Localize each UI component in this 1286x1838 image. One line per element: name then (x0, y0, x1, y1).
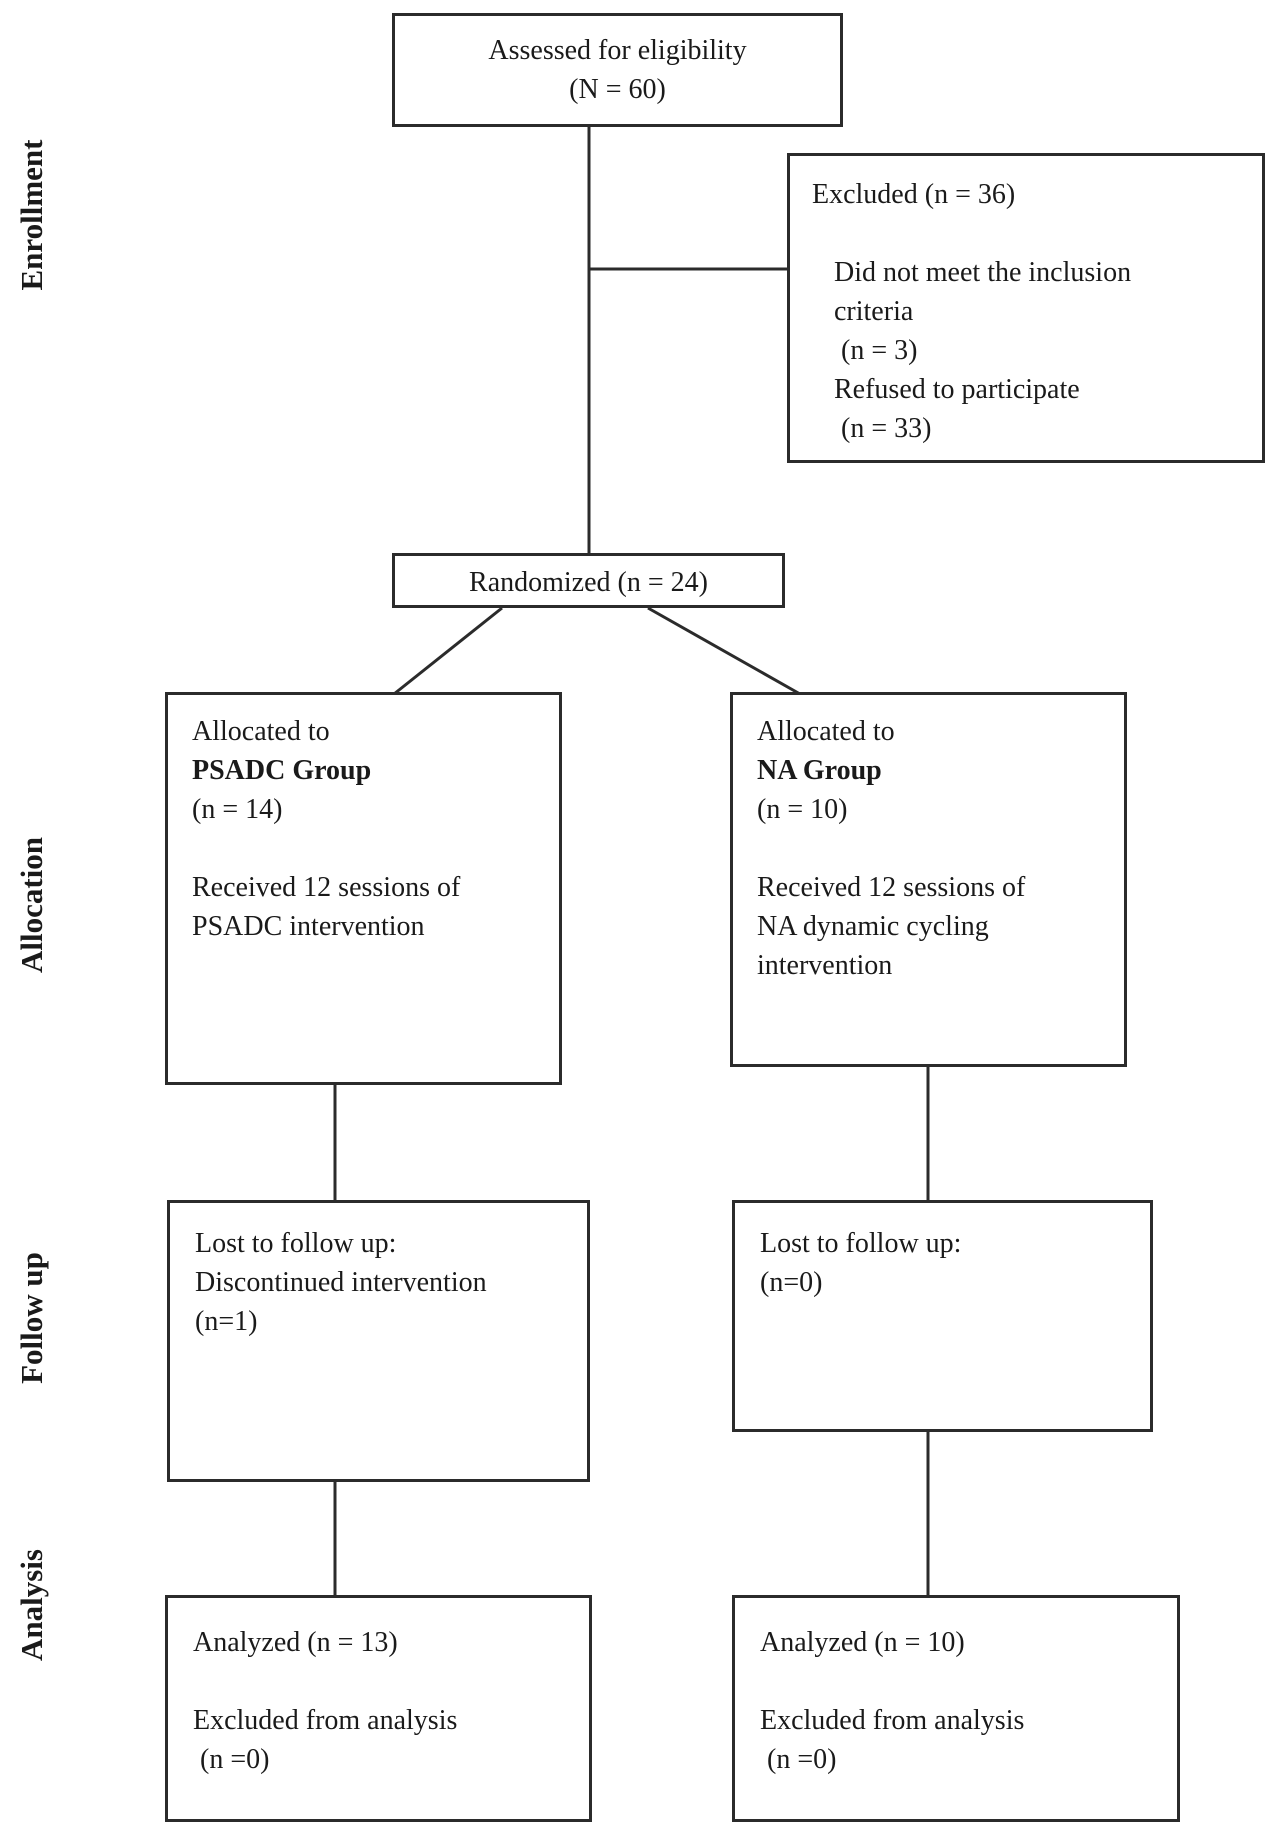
randomized-box: Randomized (n = 24) (392, 553, 785, 608)
box-line: Lost to follow up: (760, 1228, 962, 1259)
blank-line (193, 1662, 571, 1701)
box-line: (N = 60) (569, 74, 666, 105)
box-line: Allocated to (192, 716, 330, 747)
connector-randomized-to-psadc (393, 606, 503, 696)
blank-line (757, 829, 1106, 868)
box-line: Excluded from analysis (760, 1705, 1025, 1736)
blank-line (812, 214, 1242, 253)
box-line: NA dynamic cycling (757, 911, 989, 942)
box-line: Did not meet the inclusion (834, 257, 1132, 288)
group-name: NA Group (757, 755, 882, 786)
assessed-box: Assessed for eligibility (N = 60) (392, 13, 843, 127)
box-line: Assessed for eligibility (488, 35, 747, 66)
box-line: (n = 14) (192, 794, 283, 825)
excluded-title: Excluded (n = 36) (812, 179, 1016, 210)
excluded-items: Did not meet the inclusion criteria (n =… (812, 253, 1242, 448)
blank-line (760, 1662, 1159, 1701)
followup-psadc-box: Lost to follow up: Discontinued interven… (167, 1200, 590, 1482)
stage-label-analysis: Analysis (14, 1549, 49, 1661)
followup-na-box: Lost to follow up: (n=0) (732, 1200, 1153, 1432)
box-line: Analyzed (n = 13) (193, 1627, 398, 1658)
blank-line (192, 829, 541, 868)
box-line: (n = 3) (834, 335, 918, 366)
box-line: Analyzed (n = 10) (760, 1627, 965, 1658)
box-line: criteria (834, 296, 914, 327)
stage-label-allocation: Allocation (14, 836, 49, 974)
box-line: (n = 10) (757, 794, 848, 825)
box-line: Lost to follow up: (195, 1228, 397, 1259)
box-line: Discontinued intervention (195, 1267, 487, 1298)
analysis-na-box: Analyzed (n = 10) Excluded from analysis… (732, 1595, 1180, 1822)
connector-randomized-to-na (647, 606, 801, 696)
box-line: Received 12 sessions of (757, 872, 1026, 903)
box-line: (n =0) (193, 1744, 270, 1775)
box-line: (n=1) (195, 1306, 258, 1337)
box-line: (n = 33) (834, 413, 932, 444)
box-line: (n =0) (760, 1744, 837, 1775)
allocated-psadc-box: Allocated to PSADC Group (n = 14) Receiv… (165, 692, 562, 1085)
box-line: Allocated to (757, 716, 895, 747)
box-line: Received 12 sessions of (192, 872, 461, 903)
box-line: Randomized (n = 24) (469, 567, 708, 598)
box-line: intervention (757, 950, 893, 981)
stage-label-followup: Follow up (14, 1252, 49, 1384)
box-line: Refused to participate (834, 374, 1080, 405)
group-name: PSADC Group (192, 755, 372, 786)
analysis-psadc-box: Analyzed (n = 13) Excluded from analysis… (165, 1595, 592, 1822)
box-line: (n=0) (760, 1267, 823, 1298)
box-line: PSADC intervention (192, 911, 425, 942)
allocated-na-box: Allocated to NA Group (n = 10) Received … (730, 692, 1127, 1067)
stage-label-enrollment: Enrollment (14, 139, 49, 291)
box-line: Excluded from analysis (193, 1705, 458, 1736)
excluded-box: Excluded (n = 36) Did not meet the inclu… (787, 153, 1265, 463)
